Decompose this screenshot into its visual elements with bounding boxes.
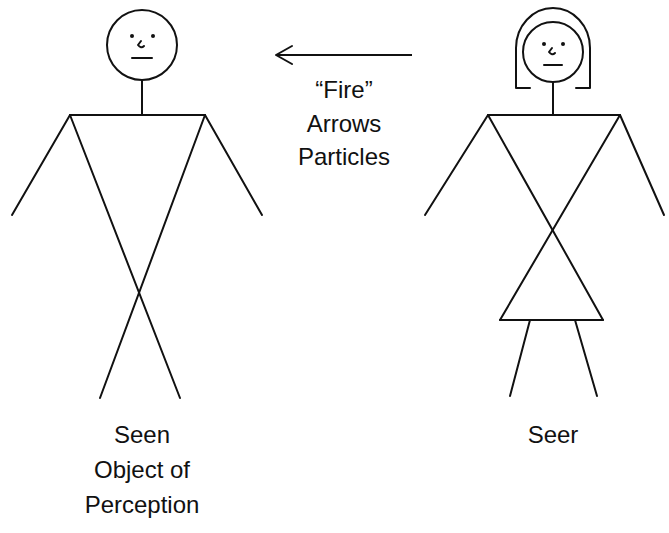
stick-figure-seen: Seen Object of Perception: [5, 5, 270, 527]
arrow-label: “Fire” Arrows Particles: [286, 73, 402, 174]
figure-drawing: [418, 5, 668, 527]
arrow-shaft: [276, 54, 412, 56]
figure-caption: Seer: [491, 418, 615, 453]
stick-figure-seer: Seer: [418, 5, 668, 527]
figure-drawing: [5, 5, 270, 527]
figure-caption: Seen Object of Perception: [80, 418, 204, 522]
arrow-head: [276, 46, 292, 64]
arrow-connector: [276, 46, 412, 64]
